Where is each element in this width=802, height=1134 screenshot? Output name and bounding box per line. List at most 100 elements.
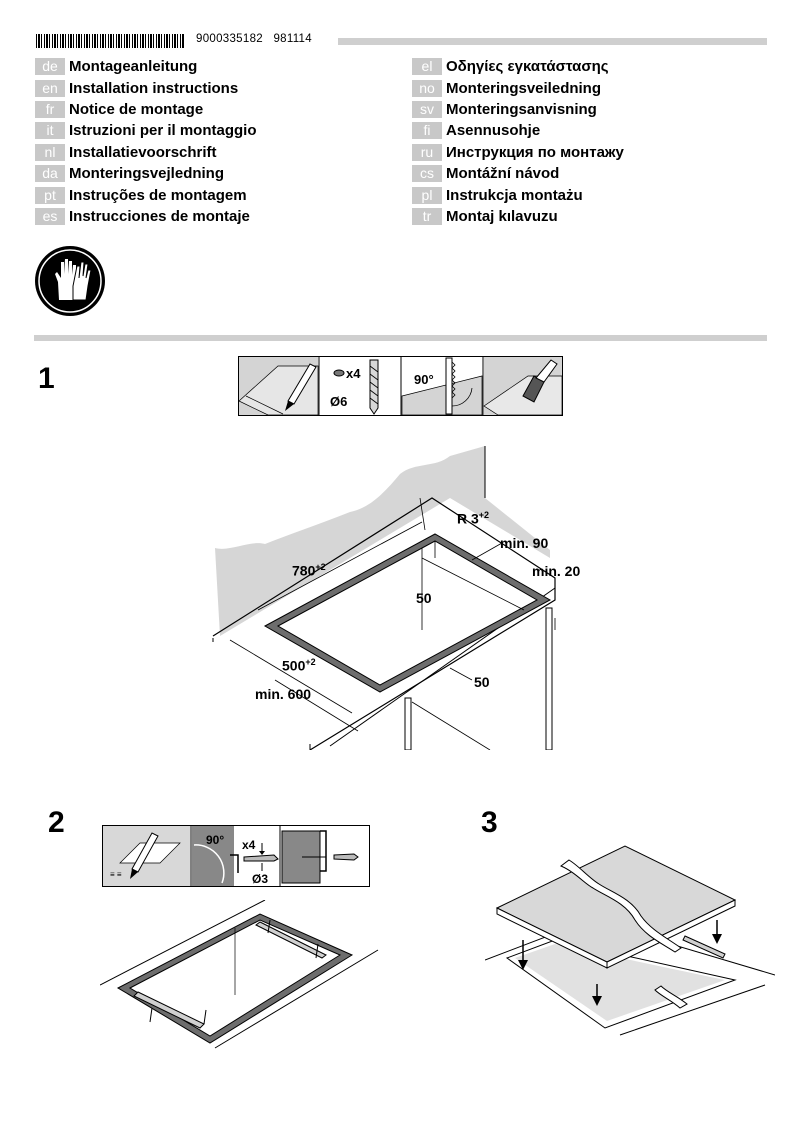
mounting-bracket — [255, 919, 327, 959]
language-code: tr — [412, 207, 442, 225]
language-title: Installation instructions — [69, 79, 239, 97]
saw-angle-icon — [401, 357, 483, 416]
bracket-angle-label: 90° — [206, 833, 224, 847]
screw-quantity-label: x4 — [242, 838, 256, 852]
step1-cutout-diagram — [212, 446, 556, 750]
language-code: sv — [412, 100, 442, 118]
language-title: Monteringsvejledning — [69, 165, 225, 183]
step-number: 3 — [481, 806, 498, 839]
language-code: ru — [412, 143, 442, 161]
drill-quantity-label: x4 — [346, 366, 361, 381]
document-codes: 9000335182 981114 — [196, 33, 312, 45]
down-arrow-icon — [518, 940, 528, 970]
header-rule — [338, 38, 767, 45]
dimension-lines — [229, 497, 556, 732]
language-code: fr — [35, 100, 65, 118]
language-code: el — [412, 58, 442, 76]
rear-clearance-label: min. 90 — [500, 535, 549, 551]
step1-tool-strip: x4 Ø6 90° — [238, 356, 563, 416]
cutout-depth-label: 500+2 — [282, 657, 316, 674]
marking-pencil-icon: ≡ ≡ — [103, 826, 190, 886]
barcode — [36, 34, 184, 48]
section-divider — [34, 335, 767, 341]
break-line — [560, 859, 682, 953]
language-title: Monteringsanvisning — [446, 100, 597, 118]
language-title: Notice de montage — [69, 100, 204, 118]
language-code: fi — [412, 122, 442, 140]
language-title: Montážní návod — [446, 165, 560, 183]
screw-diameter-label: Ø3 — [252, 872, 268, 886]
inner-dimension-label: 50 — [416, 590, 432, 606]
inner-dimension-label: 50 — [474, 674, 490, 690]
language-title: Installatievoorschrift — [69, 143, 217, 161]
step-number: 1 — [38, 362, 55, 395]
language-title: Οδηγίες εγκατάστασης — [446, 58, 609, 76]
worktop-cutout — [505, 939, 737, 1029]
language-title: Monteringsveiledning — [446, 79, 602, 97]
language-title: Istruzioni per il montaggio — [69, 122, 257, 140]
sealing-brush-icon — [483, 357, 563, 416]
language-code: en — [35, 79, 65, 97]
down-arrow-icon — [712, 920, 722, 944]
language-code: es — [35, 207, 65, 225]
drill-diameter-label: Ø6 — [330, 394, 347, 409]
language-title: Инструкция по монтажу — [446, 143, 624, 161]
safety-gloves-icon — [35, 246, 105, 316]
language-code: pt — [35, 186, 65, 204]
language-code: no — [412, 79, 442, 97]
corner-radius-label: R 3+2 — [457, 510, 490, 527]
cabinet-side — [404, 697, 412, 750]
language-code: nl — [35, 143, 65, 161]
language-title: Asennusohje — [446, 122, 541, 140]
screw-icon — [243, 843, 279, 871]
language-code: cs — [412, 165, 442, 183]
saw-angle-label: 90° — [414, 372, 434, 387]
language-code: de — [35, 58, 65, 76]
worktop-depth-label: min. 600 — [255, 686, 312, 702]
bracket-screw-icon — [281, 830, 359, 884]
step3-hob-insertion-diagram — [485, 845, 775, 1036]
svg-text:≡ ≡: ≡ ≡ — [110, 870, 122, 879]
date-code: 981114 — [273, 33, 312, 45]
cutout-inner — [276, 540, 539, 686]
step2-bracket-diagram — [100, 900, 379, 1049]
drill-bit-icon — [320, 357, 400, 415]
cutout-width-label: 780+2 — [292, 562, 326, 579]
language-title: Instruções de montagem — [69, 186, 247, 204]
mounting-bracket — [682, 935, 726, 959]
marking-pencil-icon — [238, 357, 319, 416]
language-title: Instrukcja montażu — [446, 186, 583, 204]
step2-tool-strip: ≡ ≡ 90° x4 Ø3 — [102, 825, 370, 887]
language-title: Montageanleitung — [69, 58, 198, 76]
language-code: da — [35, 165, 65, 183]
language-title: Montaj kılavuzu — [446, 207, 558, 225]
side-clearance-label: min. 20 — [532, 563, 581, 579]
mounting-bracket — [133, 991, 207, 1029]
language-title: Instrucciones de montaje — [69, 207, 250, 225]
step-number: 2 — [48, 806, 65, 839]
part-number: 9000335182 — [196, 33, 263, 45]
down-arrow-icon — [592, 984, 602, 1006]
bracket-angle-icon — [192, 826, 239, 886]
language-code: pl — [412, 186, 442, 204]
cabinet-side — [545, 607, 553, 750]
language-code: it — [35, 122, 65, 140]
